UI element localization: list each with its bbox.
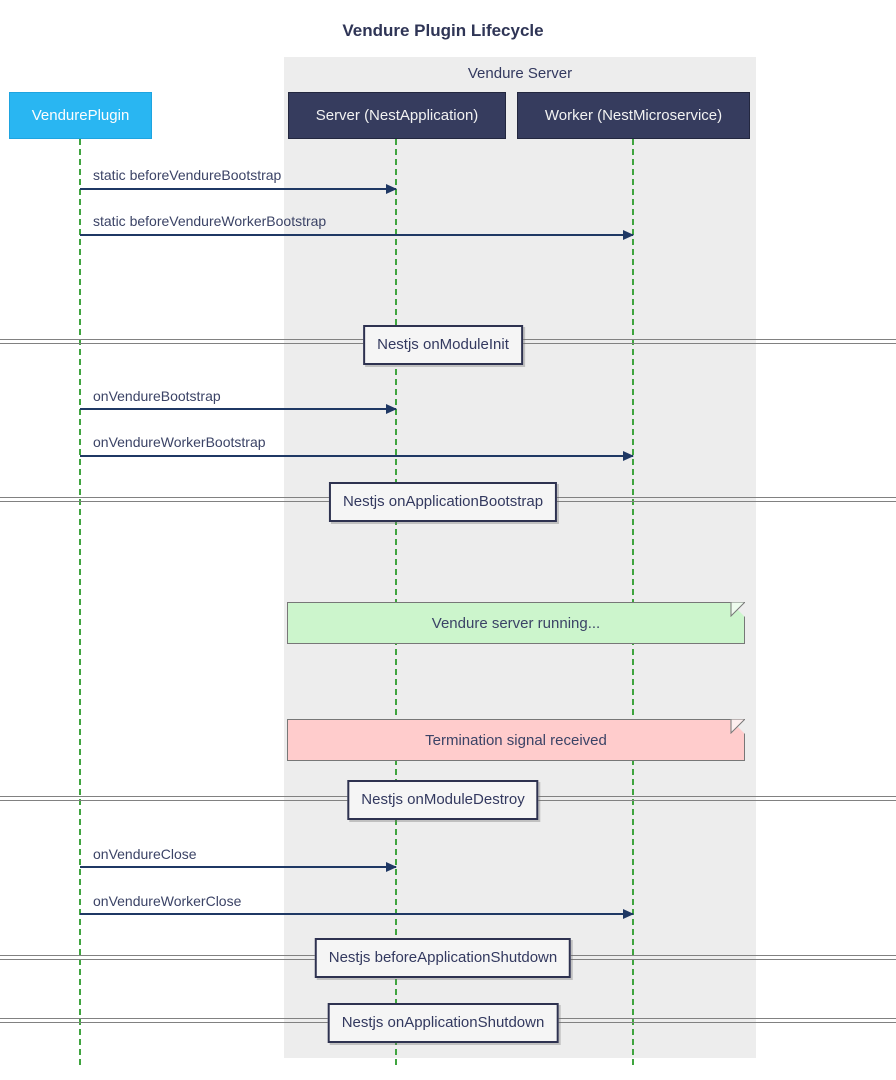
arrowhead-icon: [386, 862, 397, 872]
note-label: Termination signal received: [425, 731, 607, 749]
actor-vendure-plugin: VendurePlugin: [9, 92, 152, 139]
note-folded-corner-icon: [730, 602, 745, 617]
actor-worker-nest-microservice: Worker (NestMicroservice): [517, 92, 750, 139]
message-label-on-vendure-worker-bootstrap: onVendureWorkerBootstrap: [93, 434, 266, 450]
lifeline-vendure-plugin: [79, 139, 81, 1068]
actor-server-nest-application: Server (NestApplication): [288, 92, 506, 139]
message-arrow: [80, 909, 634, 919]
note-label: Vendure server running...: [431, 614, 601, 632]
message-label-on-vendure-worker-close: onVendureWorkerClose: [93, 893, 242, 909]
diagram-title: Vendure Plugin Lifecycle: [342, 21, 544, 40]
divider-nestjs-on-application-bootstrap: Nestjs onApplicationBootstrap: [328, 482, 558, 522]
message-label-on-vendure-bootstrap: onVendureBootstrap: [93, 388, 221, 404]
message-arrow: [80, 404, 397, 414]
message-arrow: [80, 451, 634, 461]
arrowhead-icon: [623, 451, 634, 461]
divider-nestjs-on-module-destroy: Nestjs onModuleDestroy: [347, 780, 539, 820]
arrowhead-icon: [623, 230, 634, 240]
divider-nestjs-before-application-shutdown: Nestjs beforeApplicationShutdown: [314, 938, 572, 978]
arrowhead-icon: [386, 404, 397, 414]
note-termination-signal-received: Termination signal received: [287, 719, 745, 761]
message-arrow: [80, 230, 634, 240]
message-arrow: [80, 184, 397, 194]
message-arrow: [80, 862, 397, 872]
note-folded-corner-icon: [730, 719, 745, 734]
divider-nestjs-on-application-shutdown: Nestjs onApplicationShutdown: [327, 1003, 559, 1043]
message-label-static-before-vendure-worker-bootstrap: static beforeVendureWorkerBootstrap: [93, 213, 327, 229]
arrowhead-icon: [386, 184, 397, 194]
message-label-static-before-vendure-bootstrap: static beforeVendureBootstrap: [93, 167, 282, 183]
vendure-server-group-label: Vendure Server: [467, 65, 573, 82]
vendure-server-group-box: [284, 57, 756, 1058]
divider-nestjs-on-module-init: Nestjs onModuleInit: [363, 325, 523, 365]
note-vendure-server-running: Vendure server running...: [287, 602, 745, 644]
message-label-on-vendure-close: onVendureClose: [93, 846, 197, 862]
arrowhead-icon: [623, 909, 634, 919]
